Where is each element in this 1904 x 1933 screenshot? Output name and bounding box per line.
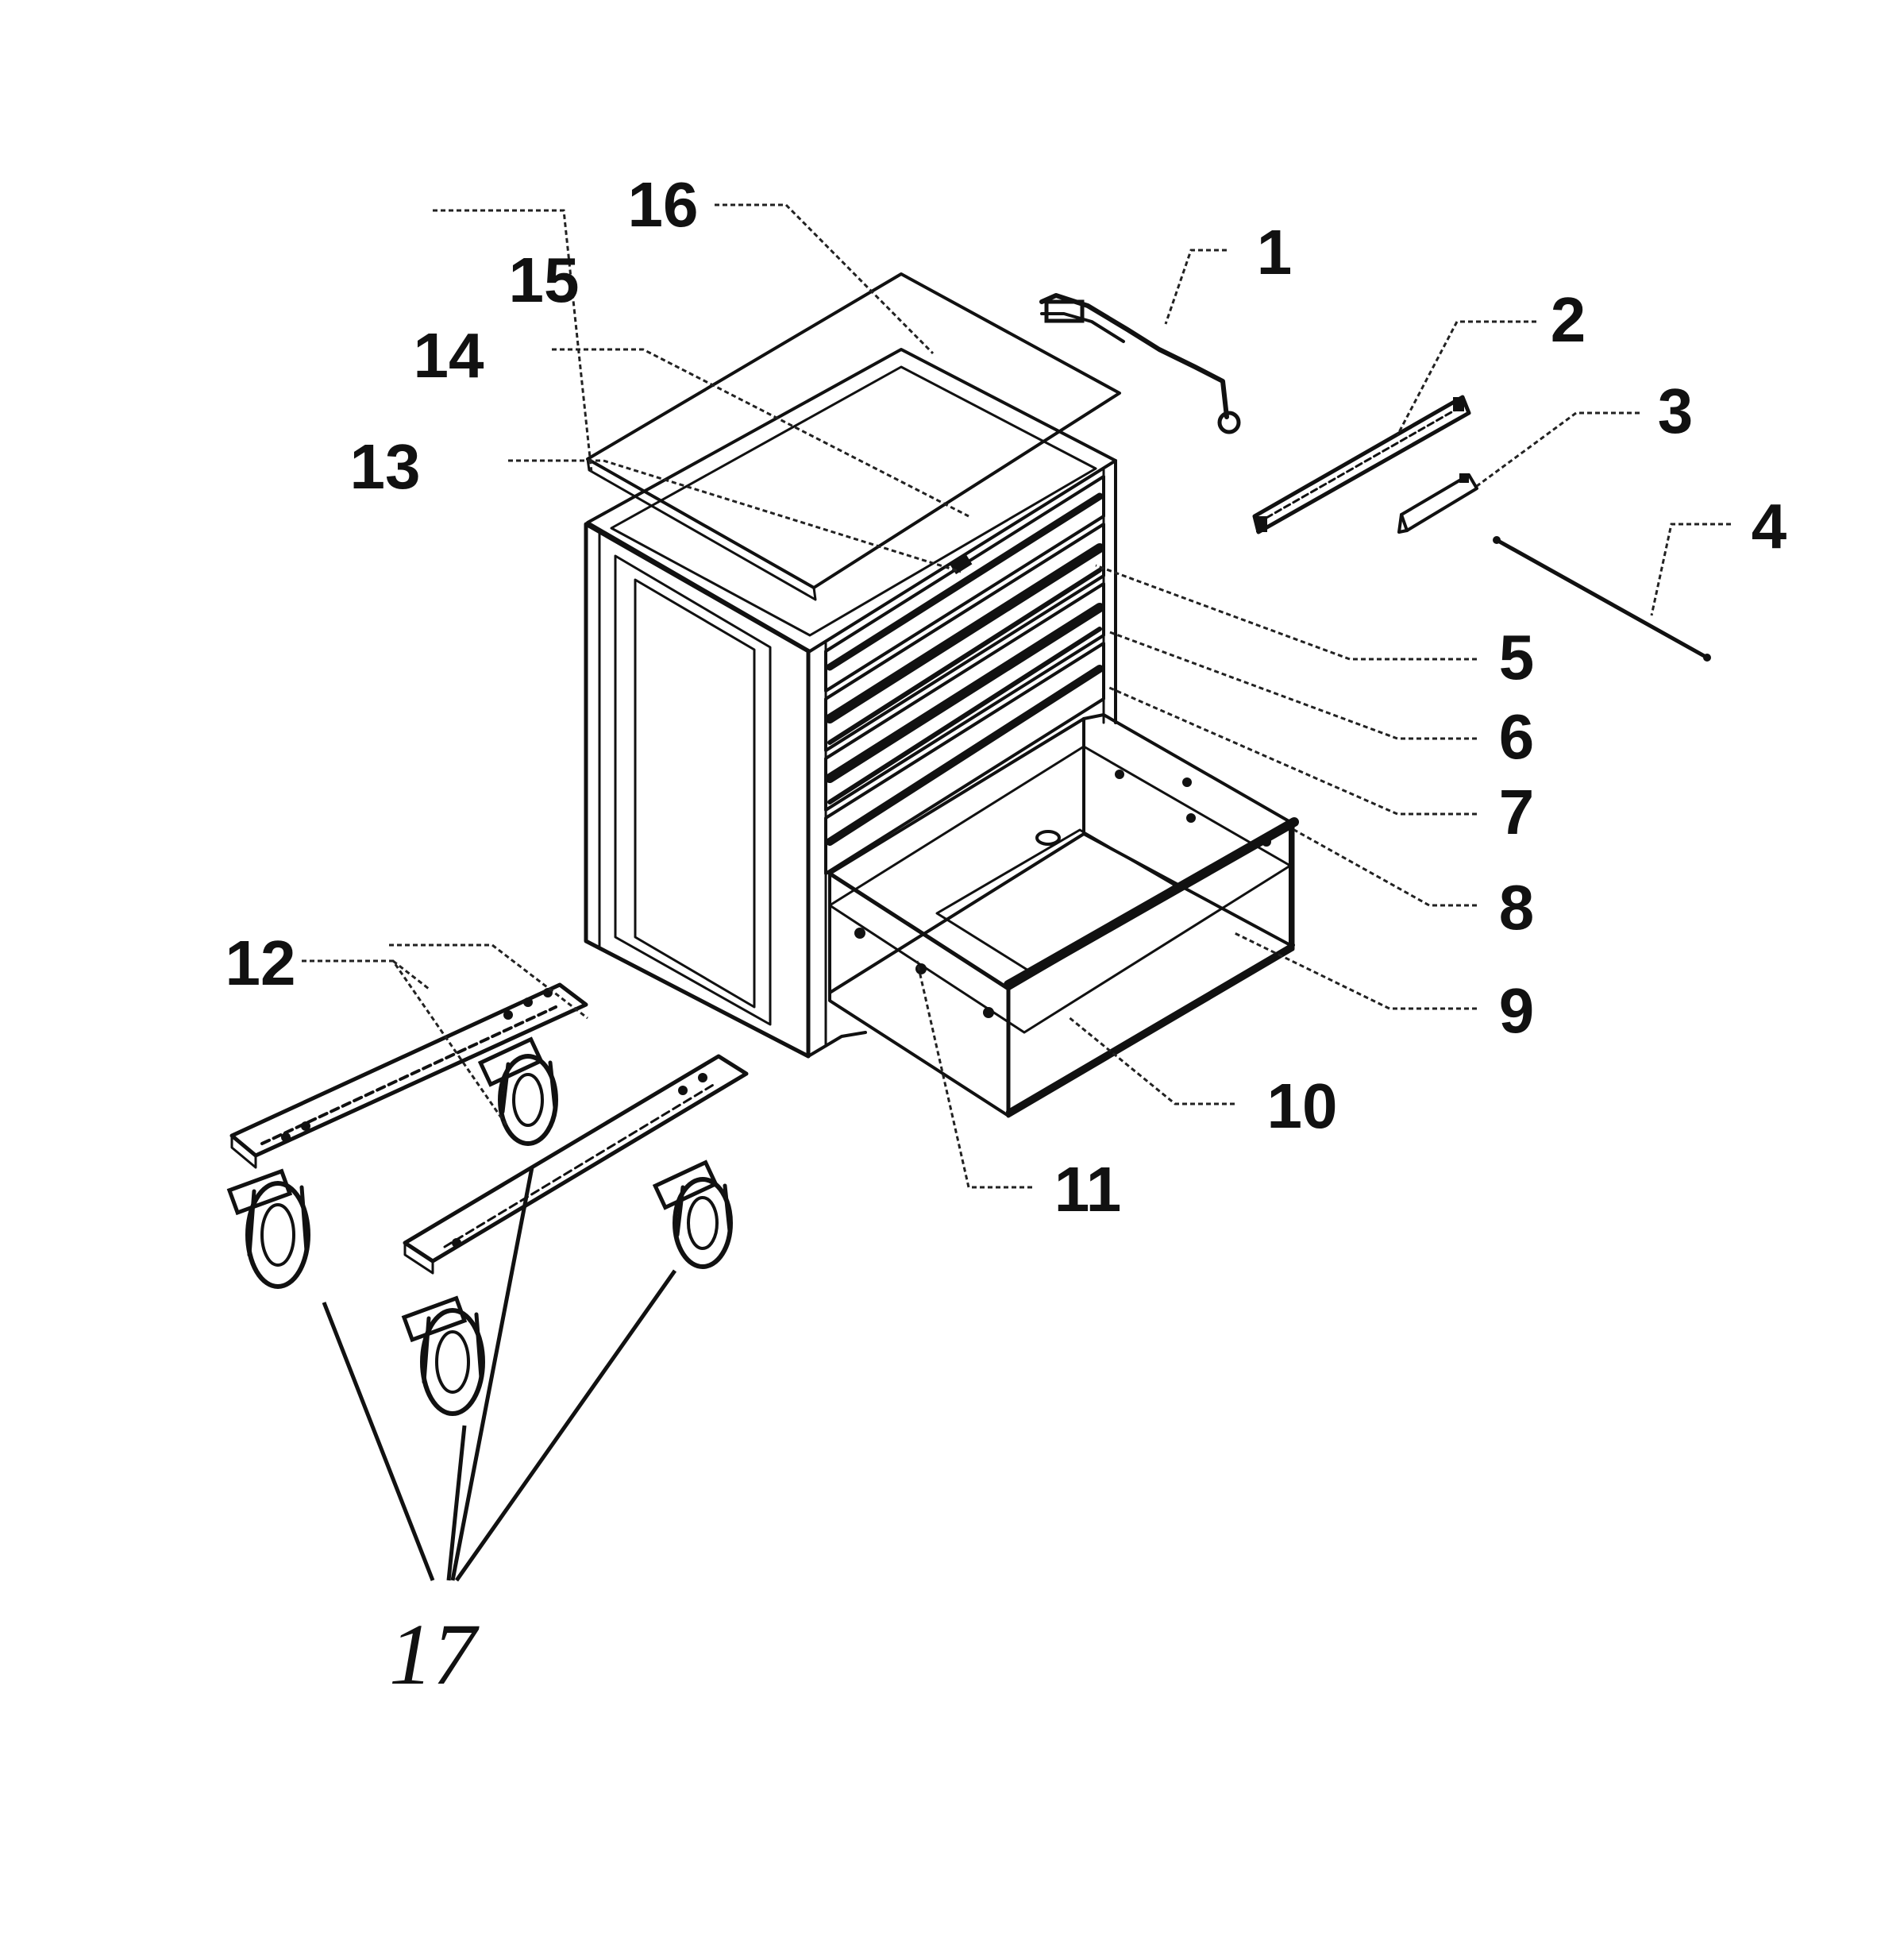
callout-17: 17 xyxy=(389,1606,480,1703)
callout-12: 12 xyxy=(225,928,296,998)
caster-plate-right xyxy=(403,1054,749,1275)
rivet-icon xyxy=(1182,777,1192,787)
caster-leaders xyxy=(322,1167,677,1582)
rivet-icon xyxy=(915,963,927,974)
rivet-icon xyxy=(1186,813,1196,823)
callout-labels: 1 2 3 4 5 6 7 8 9 10 11 12 13 14 15 16 1… xyxy=(225,169,1787,1703)
callout-16: 16 xyxy=(628,169,699,240)
callout-7: 7 xyxy=(1499,777,1535,847)
callout-5: 5 xyxy=(1499,622,1535,693)
top-panel xyxy=(586,272,1121,601)
caster-wheel xyxy=(477,1036,558,1146)
callout-8: 8 xyxy=(1499,872,1535,943)
slide-rail-part xyxy=(1252,395,1471,534)
rivet-icon xyxy=(854,928,865,939)
callout-10: 10 xyxy=(1267,1071,1338,1141)
rivet-icon xyxy=(1262,837,1271,847)
rivet-icon xyxy=(1115,770,1124,779)
callout-9: 9 xyxy=(1499,975,1535,1046)
callout-6: 6 xyxy=(1499,701,1535,772)
open-drawer xyxy=(827,713,1299,1118)
caster-wheel xyxy=(226,1168,310,1289)
callout-11: 11 xyxy=(1054,1154,1122,1225)
callout-4: 4 xyxy=(1752,491,1787,561)
leader-lines xyxy=(302,203,1731,1189)
bracket-part xyxy=(1397,473,1478,534)
caster-wheel xyxy=(652,1159,733,1269)
handle-part xyxy=(1039,293,1241,434)
caster-wheel xyxy=(401,1295,485,1416)
callout-2: 2 xyxy=(1551,284,1586,355)
rivet-icon xyxy=(983,1007,994,1018)
upper-drawers xyxy=(824,475,1105,875)
callout-15: 15 xyxy=(509,245,580,315)
rod-part xyxy=(1493,536,1711,662)
callout-3: 3 xyxy=(1658,376,1694,446)
caster-plate-left xyxy=(229,982,588,1169)
callout-1: 1 xyxy=(1257,217,1293,287)
handle-slot-icon xyxy=(1035,830,1061,846)
callout-13: 13 xyxy=(350,431,421,502)
callout-14: 14 xyxy=(414,320,484,391)
